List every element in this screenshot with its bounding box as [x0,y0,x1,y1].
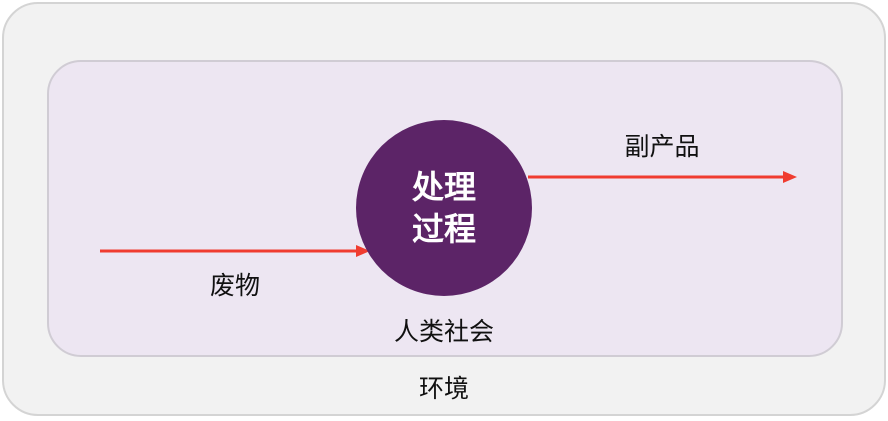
process-label-line1: 处理 [411,168,476,206]
byproduct-label: 副产品 [624,132,700,161]
process-node: 处理 过程 [356,120,532,296]
process-label-line2: 过程 [411,210,476,248]
byproduct-arrow [528,171,797,183]
human-society-label: 人类社会 [393,317,495,346]
environment-label: 环境 [418,374,470,403]
waste-label: 废物 [209,271,261,300]
waste-arrow [100,245,370,257]
